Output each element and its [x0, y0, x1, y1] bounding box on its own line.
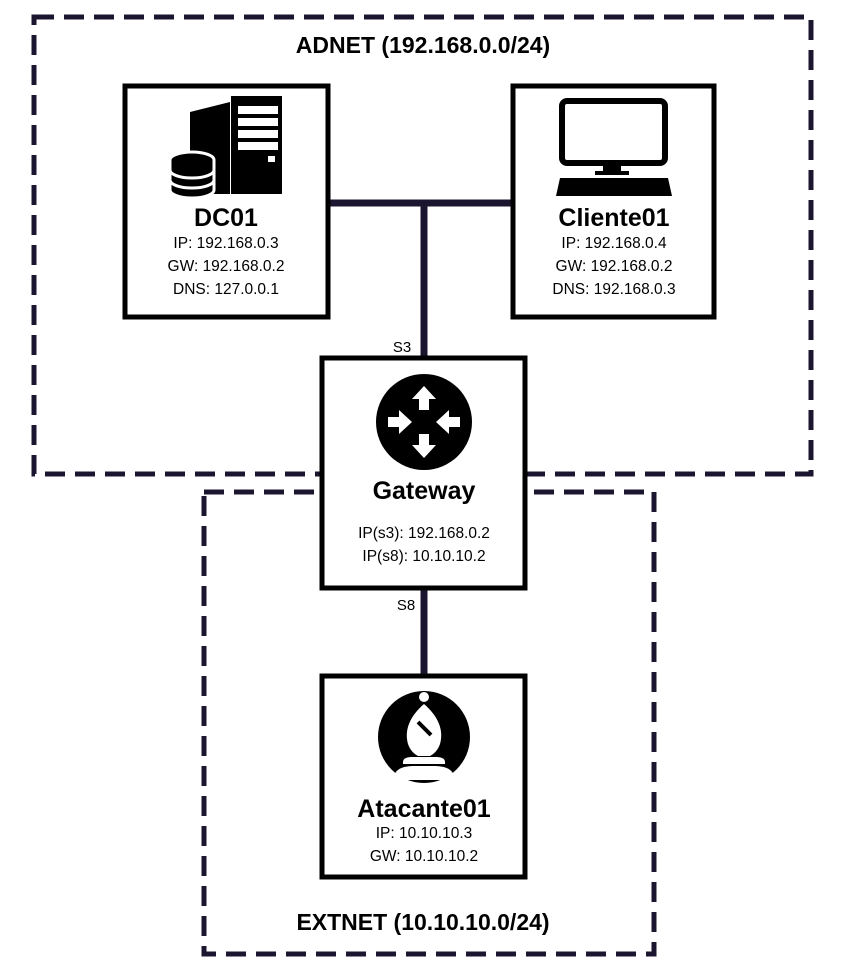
node-gateway[interactable]: Gateway IP(s3): 192.168.0.2 IP(s8): 10.1…: [319, 355, 528, 591]
node-atacante01-name: Atacante01: [357, 795, 490, 823]
links: [328, 199, 513, 676]
node-dc01-gw: GW: 192.168.0.2: [168, 258, 285, 275]
desktop-computer-icon: [556, 98, 672, 196]
node-gateway-ip-s8: IP(s8): 10.10.10.2: [362, 548, 485, 565]
port-label-s8: S8: [397, 597, 415, 614]
port-label-s3: S3: [393, 339, 411, 356]
node-cliente01[interactable]: Cliente01 IP: 192.168.0.4 GW: 192.168.0.…: [510, 83, 717, 320]
node-dc01-dns: DNS: 127.0.0.1: [173, 281, 279, 298]
chess-bishop-icon: [378, 691, 470, 783]
node-dc01[interactable]: DC01 IP: 192.168.0.3 GW: 192.168.0.2 DNS…: [122, 83, 331, 320]
node-atacante01-ip: IP: 10.10.10.3: [376, 825, 473, 842]
server-database-icon: [168, 96, 282, 200]
node-atacante01[interactable]: Atacante01 IP: 10.10.10.3 GW: 10.10.10.2: [319, 673, 528, 880]
node-cliente01-dns: DNS: 192.168.0.3: [552, 281, 675, 298]
node-cliente01-ip: IP: 192.168.0.4: [561, 235, 667, 252]
node-atacante01-gw: GW: 10.10.10.2: [370, 848, 478, 865]
node-gateway-ip-s3: IP(s3): 192.168.0.2: [358, 525, 490, 542]
node-dc01-ip: IP: 192.168.0.3: [173, 235, 278, 252]
node-dc01-name: DC01: [194, 204, 258, 232]
node-cliente01-name: Cliente01: [558, 204, 669, 232]
node-gateway-name: Gateway: [373, 477, 476, 505]
zone-extnet-title: EXTNET (10.10.10.0/24): [296, 909, 549, 935]
node-cliente01-gw: GW: 192.168.0.2: [556, 258, 673, 275]
router-icon: [376, 374, 472, 470]
zone-adnet-title: ADNET (192.168.0.0/24): [296, 32, 550, 58]
node-cliente01-box: [510, 83, 717, 320]
